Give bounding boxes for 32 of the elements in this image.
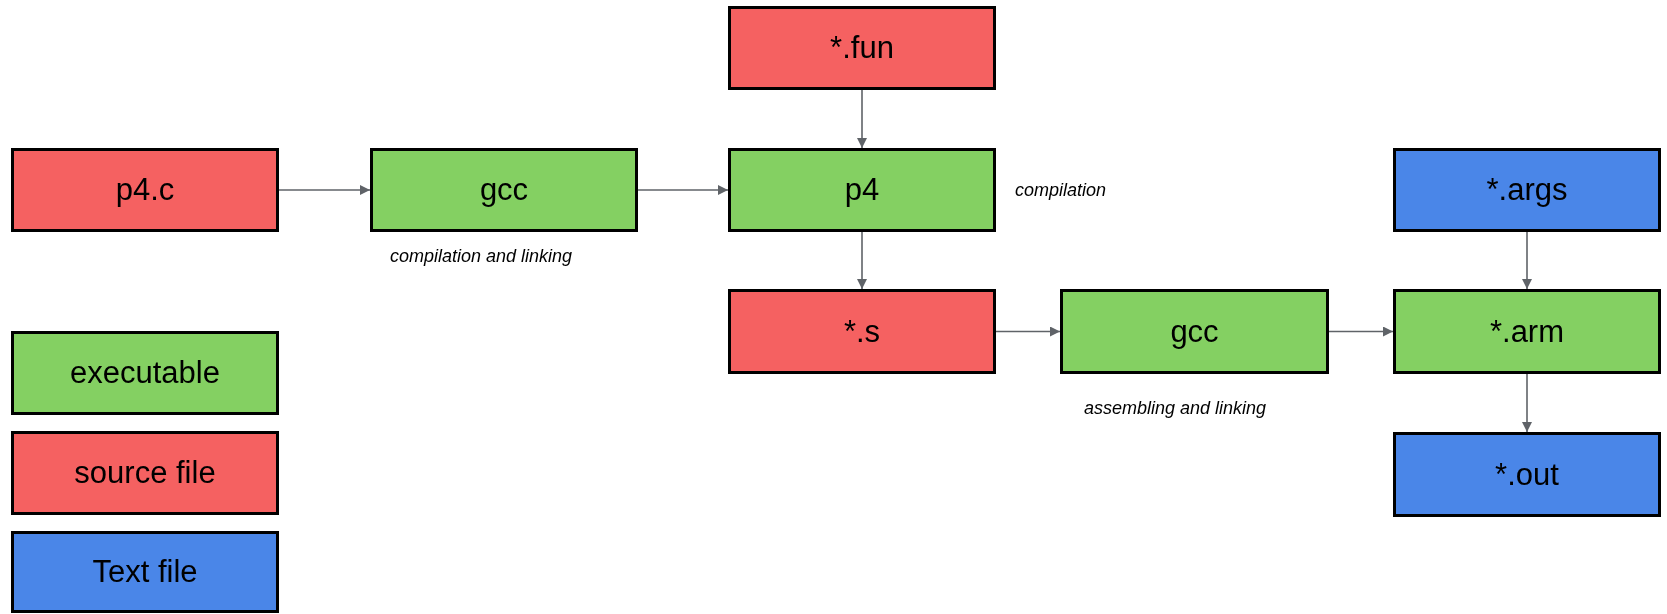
arrow [278,185,371,195]
node-label: gcc [479,172,529,208]
node-label: gcc [1170,313,1219,350]
legend-label: executable [70,355,220,391]
arrow [1328,326,1394,337]
node-label: p4 [844,172,880,208]
node-label: p4.c [115,172,175,208]
process-box [11,148,279,232]
process-box [1393,432,1661,517]
process-box [728,289,996,374]
arrow [857,89,867,149]
legend-label: source file [74,455,216,491]
process-box [1393,148,1661,232]
node-label: *.fun [830,30,894,66]
process-box [728,6,996,90]
process-box [370,148,638,232]
legend-label: Text file [92,554,198,590]
process-box [728,148,996,232]
arrow [857,231,867,290]
process-box [1393,289,1661,374]
arrow [637,185,729,195]
node-label: *.arm [1489,313,1565,350]
arrow [995,326,1061,337]
arrow [1522,231,1532,290]
node-label: *.args [1486,172,1568,208]
arrow [1522,373,1532,433]
node-label: *.out [1495,456,1559,493]
process-box [1060,289,1329,374]
step-caption: assembling and linking [1084,398,1267,419]
node-label: *.s [843,313,881,350]
step-caption: compilation [1015,180,1107,201]
step-caption: compilation and linking [390,246,573,267]
